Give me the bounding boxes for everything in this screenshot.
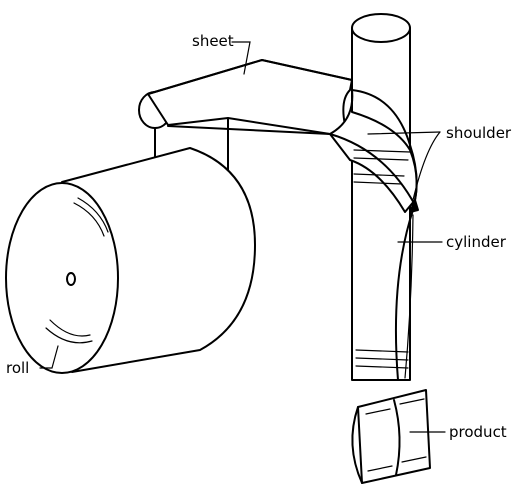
label-sheet: sheet <box>192 32 234 50</box>
forming-shoulder <box>329 89 419 381</box>
roll-core <box>66 272 76 286</box>
product-pack <box>351 389 431 484</box>
leader-lines <box>39 41 446 433</box>
label-shoulder: shoulder <box>446 124 512 142</box>
label-cylinder: cylinder <box>446 233 507 251</box>
label-roll: roll <box>6 359 29 377</box>
supply-roll <box>5 147 256 374</box>
label-product: product <box>449 423 507 441</box>
sheet-web <box>147 59 353 135</box>
tube-seal-marks <box>355 349 409 369</box>
